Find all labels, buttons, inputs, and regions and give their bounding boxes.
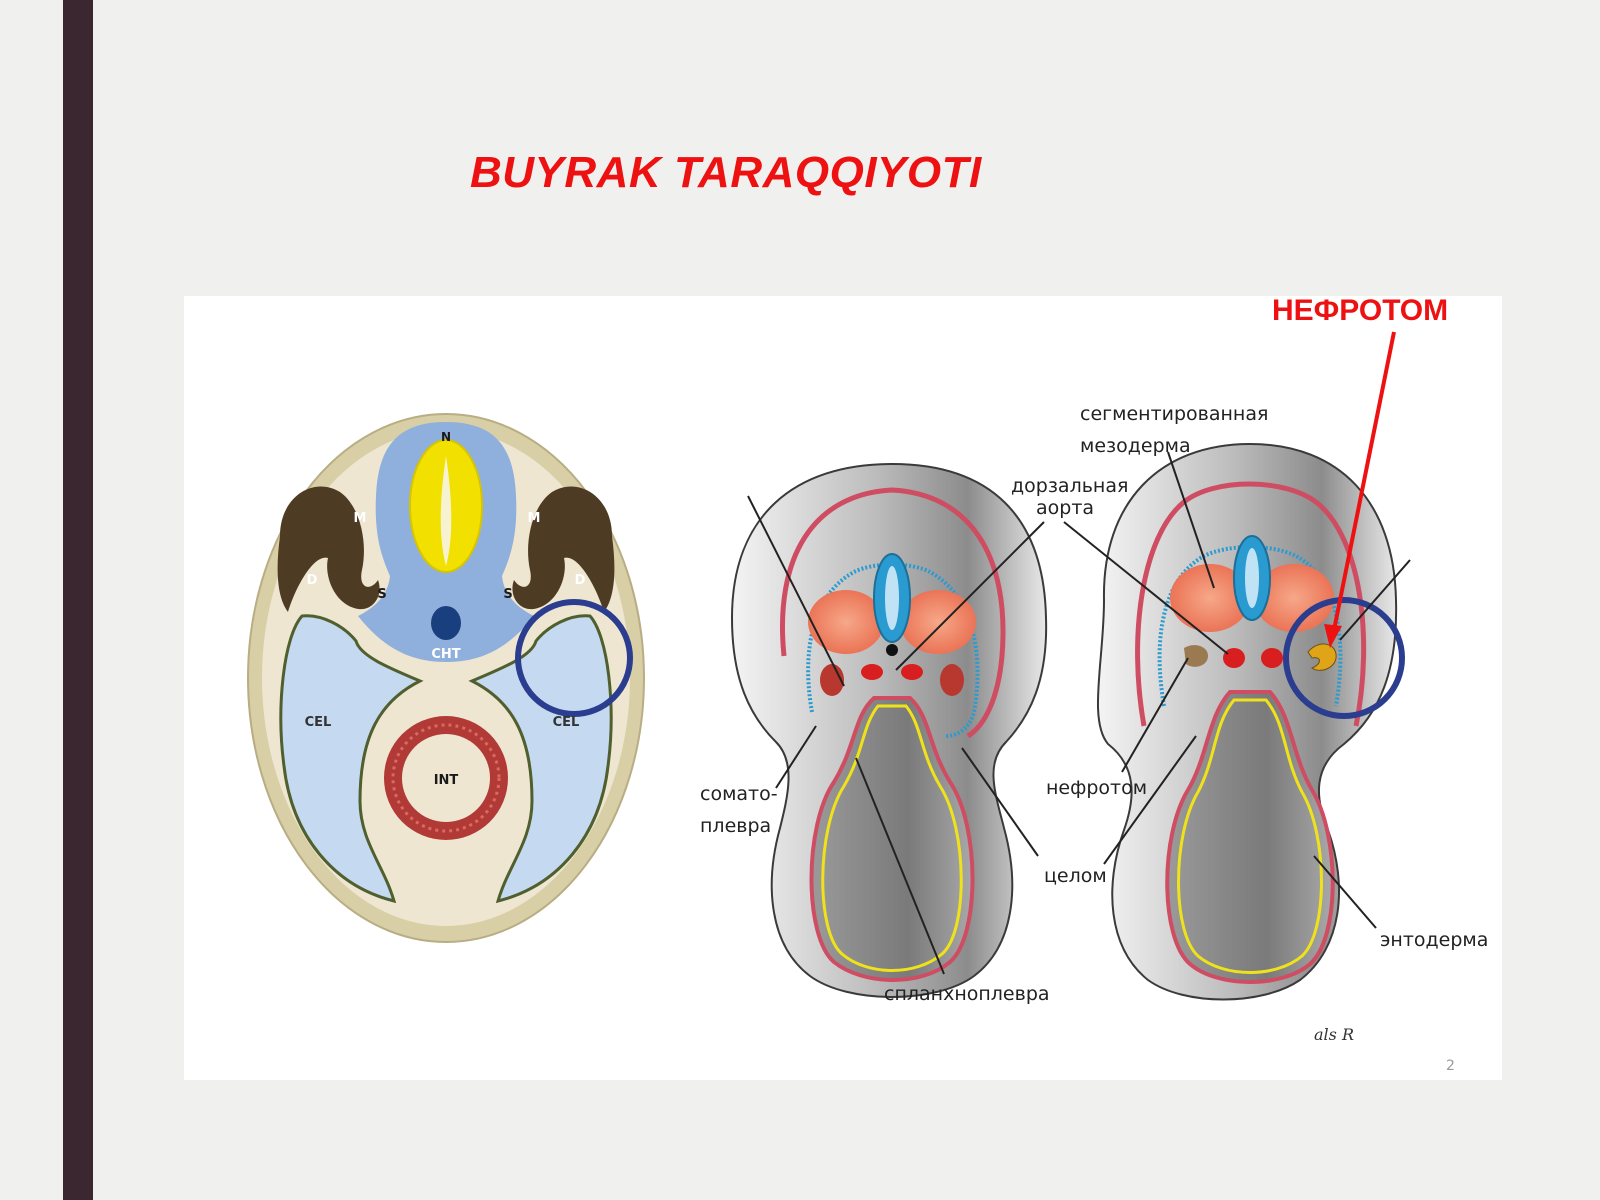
label-nephrotome: нефротом bbox=[1046, 777, 1147, 799]
embryo-2-somite-left bbox=[1170, 564, 1250, 632]
leader-aorta-2 bbox=[1063, 521, 1229, 655]
leader-lines bbox=[747, 451, 1411, 975]
nephrotome-highlight-ring-left bbox=[515, 599, 633, 717]
label-cht: CHT bbox=[431, 647, 460, 662]
figure-panel: N M M D D S S CHT CEL CEL INT bbox=[184, 296, 1502, 1080]
label-endoderm: энтодерма bbox=[1380, 929, 1488, 951]
label-m-right: M bbox=[528, 511, 541, 526]
leader-right-somite bbox=[1339, 559, 1411, 641]
label-somatopleura-line1: сомато- bbox=[700, 783, 778, 805]
label-s-right: S bbox=[503, 587, 512, 602]
leader-endoderm bbox=[1313, 855, 1377, 929]
embryo-2-endoderm bbox=[1177, 698, 1323, 974]
embryo-1-aorta-right bbox=[901, 664, 923, 680]
embryo-1-neural-canal bbox=[885, 566, 899, 630]
embryo-section-2 bbox=[1096, 442, 1405, 1001]
label-somatopleura-line2: плевра bbox=[700, 815, 771, 837]
embryo-1-somatopleure bbox=[806, 562, 980, 738]
label-page-number: 2 bbox=[1446, 1058, 1455, 1074]
intestine-lumen bbox=[402, 734, 490, 822]
label-cel-left: CEL bbox=[305, 715, 332, 730]
label-nephrotome-title: НЕФРОТОМ bbox=[1272, 296, 1448, 327]
label-s-left: S bbox=[377, 587, 386, 602]
embryo-2-nephrotome-left bbox=[1184, 645, 1208, 667]
leader-somatopleura bbox=[775, 725, 817, 789]
embryo-1-nephrotome-right bbox=[940, 664, 964, 696]
coelom-left bbox=[279, 614, 424, 904]
label-segmented-mesoderm-line1: сегментированная bbox=[1080, 403, 1268, 425]
embryo-2-aorta-right bbox=[1261, 648, 1283, 668]
label-splanchnopleura: спланхноплевра bbox=[884, 983, 1050, 1005]
nephrotome-highlight-ring-right bbox=[1283, 597, 1405, 719]
slide-title: BUYRAK TARAQQIYOTI bbox=[470, 148, 982, 197]
embryo-1-endoderm bbox=[821, 704, 963, 972]
notochord bbox=[431, 606, 461, 640]
label-signature: als R bbox=[1314, 1025, 1354, 1044]
nephrotome-pointer bbox=[1324, 331, 1396, 648]
nephrotome-pointer-head bbox=[1324, 624, 1342, 648]
embryo-1-ectoderm bbox=[780, 487, 1006, 739]
cross-section-diagram: N M M D D S S CHT CEL CEL INT bbox=[247, 413, 645, 943]
slide-accent-bar bbox=[63, 0, 93, 1200]
label-dorsal-aorta-line1: дорзальная bbox=[1011, 475, 1128, 497]
label-m-left: M bbox=[354, 511, 367, 526]
label-coelom: целом bbox=[1044, 865, 1107, 887]
leader-coelom bbox=[961, 747, 1039, 857]
myotome-left bbox=[277, 486, 380, 612]
neural-canal bbox=[440, 456, 452, 566]
label-cel-right: CEL bbox=[553, 715, 580, 730]
label-n: N bbox=[441, 430, 451, 444]
leader-segmented-mesoderm bbox=[1167, 451, 1215, 589]
leader-nephrotome bbox=[1121, 657, 1189, 773]
embryo-2-somite-right bbox=[1254, 564, 1334, 632]
leader-aorta-1 bbox=[895, 521, 1045, 671]
embryo-section-1 bbox=[730, 462, 1048, 998]
embryo-2-nephrotome-right bbox=[1307, 643, 1337, 671]
label-dorsal-aorta-line2: аорта bbox=[1036, 497, 1094, 519]
embryo-1-aorta-left bbox=[861, 664, 883, 680]
leader-coelom-2 bbox=[1103, 735, 1197, 865]
embryo-1-somite-left bbox=[808, 590, 884, 654]
embryo-1-somite-right bbox=[900, 590, 976, 654]
embryology-figure: N M M D D S S CHT CEL CEL INT bbox=[247, 296, 1488, 1074]
intestine-wall-stripe bbox=[391, 723, 501, 833]
leader-splanchnopleura bbox=[855, 757, 945, 975]
embryo-2-aorta-left bbox=[1223, 648, 1245, 668]
leader-somite bbox=[747, 495, 845, 687]
embryo-2-neural-canal bbox=[1245, 548, 1259, 608]
embryo-1-notochord bbox=[886, 644, 898, 656]
label-d-right: D bbox=[575, 573, 586, 588]
myotome-right bbox=[512, 486, 615, 612]
label-segmented-mesoderm-line2: мезодерма bbox=[1080, 435, 1191, 457]
label-int: INT bbox=[434, 773, 459, 788]
coelom-right bbox=[468, 614, 613, 904]
label-d-left: D bbox=[307, 573, 318, 588]
nephrotome-pointer-line bbox=[1332, 331, 1396, 631]
